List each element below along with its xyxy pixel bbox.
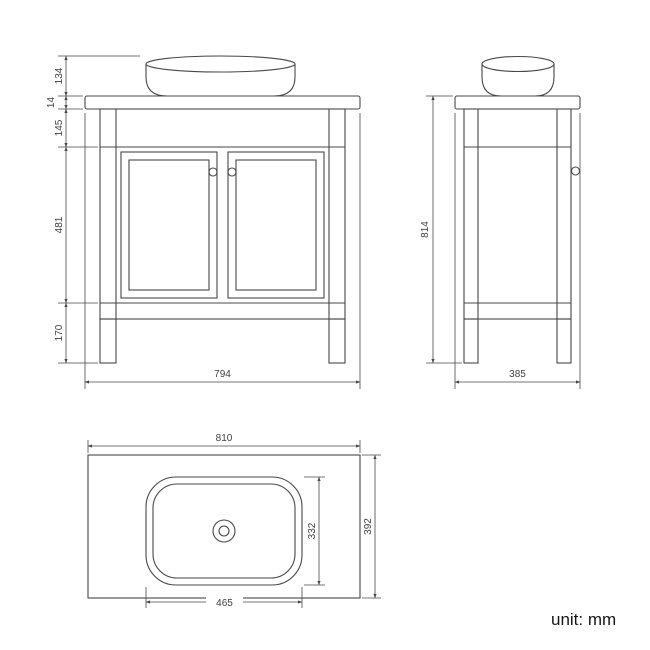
top-view: 810 332 392 465 xyxy=(87,433,381,609)
countertop-side xyxy=(454,95,581,110)
front-view: 134 14 145 481 170 794 xyxy=(46,55,361,389)
dim-label-basin-width: 465 xyxy=(216,598,233,609)
dim-label-basin-height: 134 xyxy=(54,67,65,84)
side-view: 814 385 xyxy=(420,55,581,389)
door-knob-side xyxy=(570,166,581,176)
cabinet-front xyxy=(99,108,346,364)
dim-label-overall-depth: 385 xyxy=(509,369,526,380)
basin-rim-front xyxy=(145,55,296,73)
door-left-panel xyxy=(128,159,210,291)
dim-label-front-width: 794 xyxy=(214,369,231,380)
front-view-dimensions: 134 14 145 481 170 794 xyxy=(46,55,361,389)
countertop-front xyxy=(84,95,361,110)
door-left xyxy=(120,151,218,299)
cabinet-side xyxy=(463,108,581,364)
drain-outer xyxy=(212,519,236,543)
leg-side-back xyxy=(463,318,479,364)
leg-front-left xyxy=(99,318,117,364)
dim-label-door-height: 481 xyxy=(54,216,65,233)
top-view-dimensions: 810 332 392 465 xyxy=(87,433,381,609)
drain-inner xyxy=(218,525,230,537)
basin-rim-side xyxy=(481,55,555,73)
cabinet-box-front xyxy=(99,108,346,320)
leg-side-front xyxy=(556,318,572,364)
door-right-panel xyxy=(235,159,317,291)
dim-label-countertop-thickness: 14 xyxy=(46,97,57,109)
side-view-dimensions: 814 385 xyxy=(420,95,581,389)
sink-basin-top-view xyxy=(145,476,303,586)
basin-outer-rim xyxy=(145,476,303,586)
dim-label-overall-height: 814 xyxy=(420,221,431,238)
vessel-basin-side xyxy=(481,55,555,97)
door-knob-left xyxy=(208,167,218,177)
door-knob-right xyxy=(227,167,237,177)
basin-inner-bowl xyxy=(152,483,296,579)
dim-label-countertop-width: 810 xyxy=(216,433,233,444)
unit-label: unit: mm xyxy=(551,610,616,629)
vessel-basin-front xyxy=(145,55,296,97)
dim-label-countertop-depth: 392 xyxy=(363,518,374,535)
leg-front-right xyxy=(328,318,346,364)
dim-label-leg-height: 170 xyxy=(54,324,65,341)
dim-label-basin-depth: 332 xyxy=(307,522,318,539)
cabinet-box-side xyxy=(463,108,572,320)
door-right xyxy=(227,151,325,299)
dim-label-apron-height: 145 xyxy=(54,119,65,136)
